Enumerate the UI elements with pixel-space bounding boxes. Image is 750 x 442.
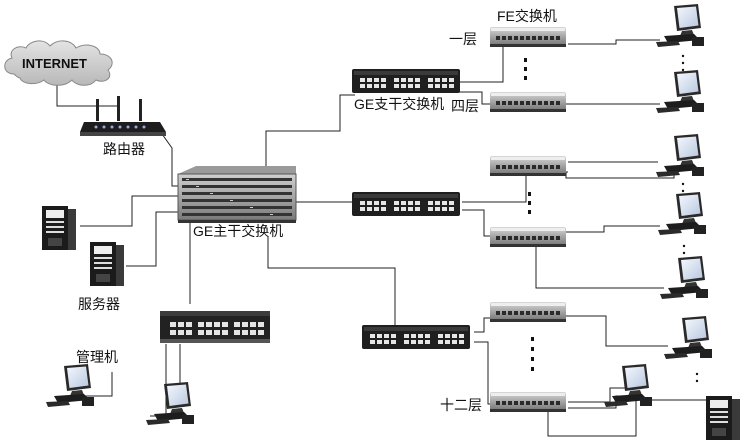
floor-12-label: 十二层: [440, 397, 482, 413]
fe-switch-floor-12-top: [490, 302, 566, 322]
core-switch-label: GE主干交换机: [193, 223, 284, 239]
server-icon-3: [706, 396, 740, 440]
fe-switch-middle-top: [490, 156, 566, 176]
fe-switch-label: FE交换机: [497, 8, 557, 24]
ge-branch-switch-bottom: [362, 325, 470, 349]
floor-4-label: 四层: [451, 98, 479, 114]
fe-switch-floor-4: [490, 92, 566, 112]
servers-label: 服务器: [78, 296, 120, 312]
fe-switch-middle-bottom: [490, 227, 566, 247]
ellipsis-dots: [524, 54, 699, 383]
server-icon-1: [42, 206, 76, 250]
fe-switch-floor-1: [490, 27, 566, 47]
management-switch-icon: [160, 311, 270, 343]
computer-icon-3: [656, 134, 704, 177]
computer-icon-5: [660, 256, 708, 299]
management-label: 管理机: [76, 349, 118, 365]
computer-icon-1: [656, 4, 704, 47]
internet-label: INTERNET: [22, 56, 87, 71]
computer-icon-mgmt-2: [146, 382, 194, 425]
router-icon: [80, 96, 166, 136]
core-switch-icon: [177, 166, 297, 223]
computer-icon-2: [656, 70, 704, 113]
computer-icon-7: [604, 364, 652, 407]
computer-icon-6: [664, 316, 712, 359]
computer-icon-mgmt-1: [46, 364, 94, 407]
fe-switch-floor-12: [490, 392, 566, 412]
branch-switch-label: GE支干交换机: [354, 96, 445, 112]
router-label: 路由器: [103, 141, 145, 157]
internet-cloud-icon: [4, 40, 113, 86]
ge-branch-switch-middle: [352, 192, 460, 216]
server-icon-2: [90, 242, 124, 286]
floor-1-label: 一层: [449, 31, 477, 47]
ge-branch-switch-top: [352, 69, 460, 93]
computer-icon-4: [658, 192, 706, 235]
